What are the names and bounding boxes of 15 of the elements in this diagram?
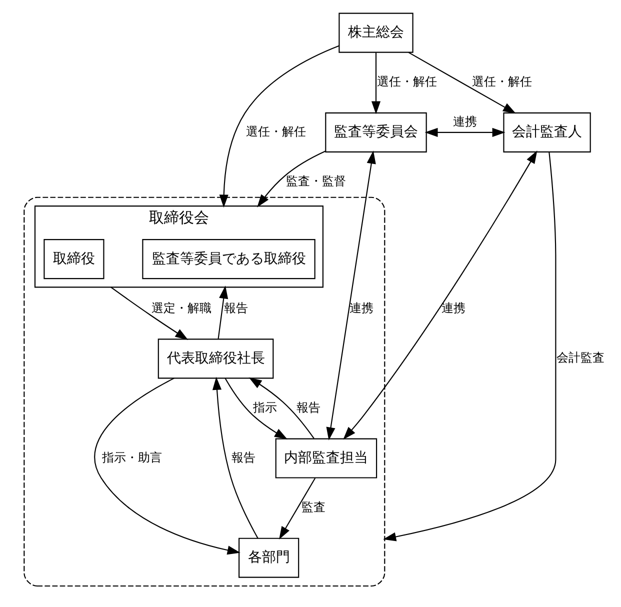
- edge-label: 連携: [453, 114, 478, 128]
- edge-label: 選定・解職: [152, 300, 212, 314]
- edge-label: 選任・解任: [246, 124, 306, 138]
- edge-label: 指示・助言: [102, 450, 162, 464]
- edge-label: 連携: [349, 300, 374, 314]
- edge-label: 会計監査: [556, 350, 605, 364]
- edge-label: 指示: [253, 400, 278, 414]
- edge-label: 選任・解任: [376, 74, 437, 88]
- edge-label: 報告: [296, 400, 320, 414]
- edge-label: 連携: [441, 300, 466, 314]
- edge-label: 監査: [302, 500, 326, 514]
- edge-label: 選任・解任: [472, 74, 532, 88]
- edge-label: 報告: [224, 300, 248, 314]
- edge-label: 監査・監督: [286, 174, 346, 188]
- edge-label: 報告: [231, 450, 256, 464]
